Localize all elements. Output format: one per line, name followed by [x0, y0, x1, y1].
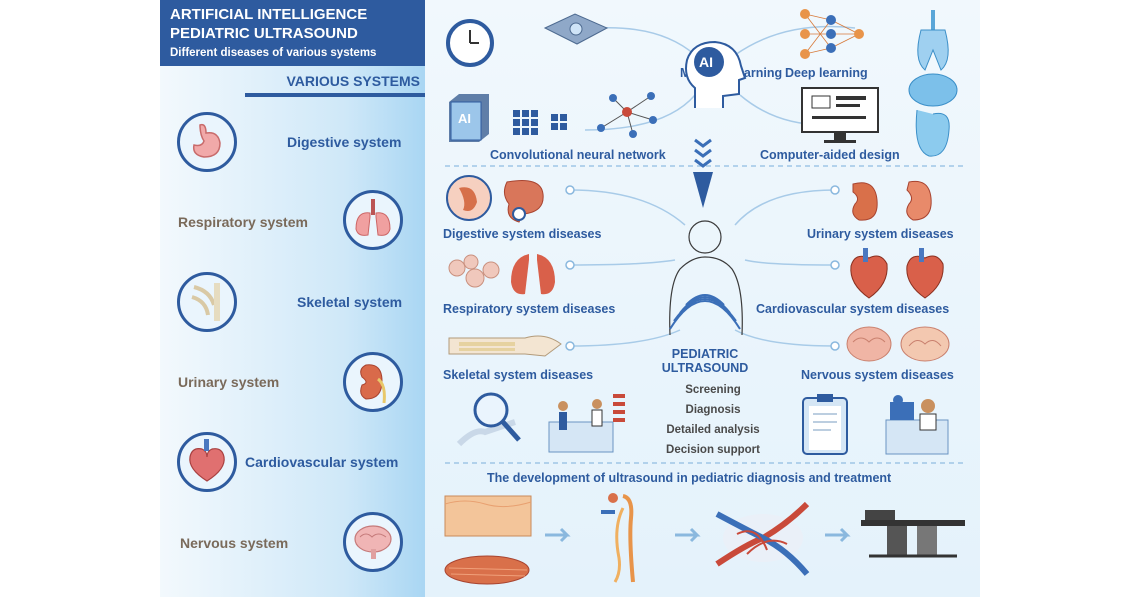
node-graph-icon [593, 90, 663, 145]
label-cnn: Convolutional neural network [490, 148, 666, 162]
header-title-line1: ARTIFICIAL INTELLIGENCE [170, 6, 368, 23]
ai-head-icon [679, 38, 747, 108]
label-cardiovascular-diseases: Cardiovascular system diseases [756, 302, 950, 316]
system-label-respiratory: Respiratory system [178, 214, 308, 230]
label-skeletal-diseases: Skeletal system diseases [443, 368, 594, 382]
clock-icon [445, 18, 495, 73]
center-title-line2: ULTRASOUND [661, 361, 749, 375]
lung-disease-icon [445, 248, 565, 305]
infographic: ARTIFICIAL INTELLIGENCE PEDIATRIC ULTRAS… [160, 0, 980, 597]
computer-monitor-icon [800, 86, 880, 149]
medical-workstation-icon [880, 392, 960, 463]
nerve-vessel-icon [593, 488, 663, 593]
blood-vessel-network-icon [707, 494, 817, 589]
kidney-icon [343, 352, 403, 412]
system-label-nervous: Nervous system [180, 535, 289, 551]
stomach-disease-icon [445, 174, 555, 231]
heart-disease-icon [845, 246, 955, 307]
label-deep-learning: Deep learning [785, 66, 868, 80]
system-label-urinary: Urinary system [178, 374, 280, 390]
kidney-disease-icon [845, 174, 955, 231]
various-systems-title: VARIOUS SYSTEMS [286, 73, 420, 89]
lungs-icon [343, 190, 403, 250]
center-title: PEDIATRIC ULTRASOUND [655, 347, 755, 375]
label-nervous-diseases: Nervous system diseases [801, 368, 954, 382]
system-label-digestive: Digestive system [287, 134, 402, 150]
connector-lines [445, 25, 965, 543]
child-ultrasound-figure [650, 215, 760, 350]
neural-network-icon [797, 6, 867, 67]
brain-icon [343, 512, 403, 572]
label-digestive-diseases: Digestive system diseases [443, 227, 602, 241]
arm-bone-icon [445, 326, 565, 371]
system-label-cardiovascular: Cardiovascular system [245, 454, 399, 470]
left-panel: ARTIFICIAL INTELLIGENCE PEDIATRIC ULTRAS… [160, 0, 425, 597]
doctor-consultation-icon [547, 392, 629, 459]
skeleton-icon [177, 272, 237, 332]
step-diagnosis: Diagnosis [685, 404, 741, 416]
header-title-line2: PEDIATRIC ULTRASOUND [170, 25, 358, 42]
label-urinary-diseases: Urinary system diseases [807, 227, 954, 241]
system-label-skeletal: Skeletal system [297, 294, 403, 310]
grid-icon [513, 110, 583, 141]
header-banner: ARTIFICIAL INTELLIGENCE PEDIATRIC ULTRAS… [160, 0, 425, 66]
ai-chip-label: AI [458, 111, 471, 126]
tissue-layer-icon [441, 492, 541, 597]
ai-badge: AI [699, 54, 713, 70]
right-panel: Machine learning AI Deep learning [425, 0, 980, 597]
step-detailed-analysis: Detailed analysis [666, 424, 760, 436]
ai-chip-icon [445, 92, 491, 149]
label-respiratory-diseases: Respiratory system diseases [443, 302, 616, 316]
heart-icon [177, 432, 237, 492]
center-title-line1: PEDIATRIC [671, 347, 739, 361]
medical-report-icon [791, 392, 861, 463]
stomach-icon [177, 112, 237, 172]
header-subtitle: Different diseases of various systems [170, 47, 377, 59]
step-screening: Screening [685, 384, 741, 396]
ultrasound-machine-icon [857, 502, 967, 567]
chip-board-icon [535, 8, 615, 63]
label-cad: Computer-aided design [760, 148, 900, 162]
magnifier-scan-icon [455, 388, 535, 455]
brain-disease-icon [845, 324, 955, 371]
organs-3d-icon [903, 10, 963, 165]
step-decision-support: Decision support [666, 444, 760, 456]
title-underline [245, 93, 425, 97]
development-title: The development of ultrasound in pediatr… [487, 471, 892, 485]
